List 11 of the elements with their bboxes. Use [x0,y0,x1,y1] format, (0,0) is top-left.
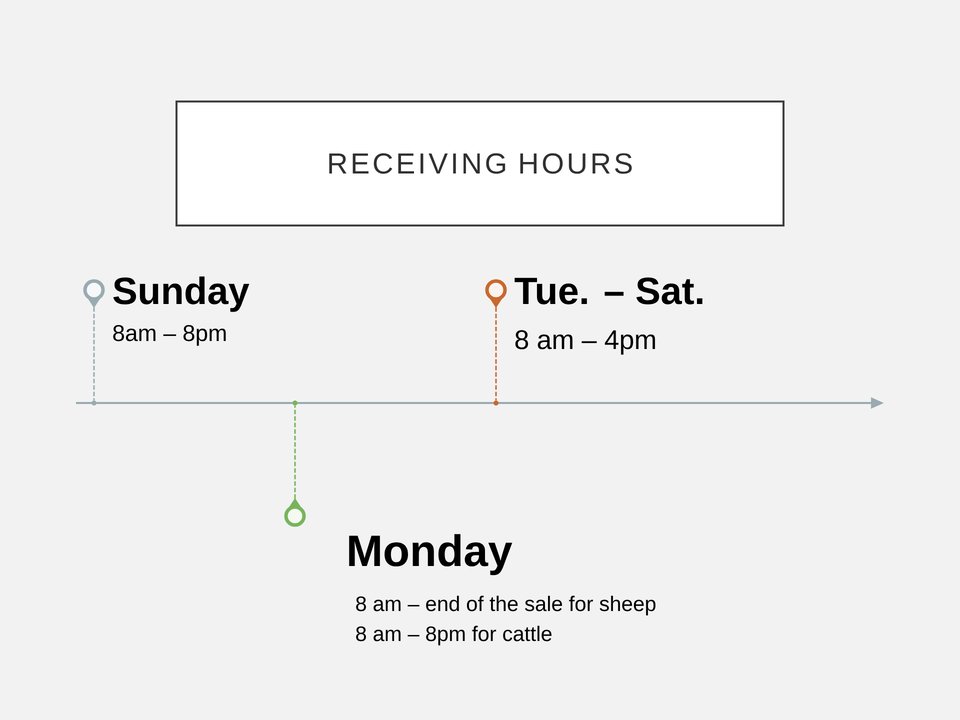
day-heading: Tue. – Sat. [514,277,702,304]
day-heading: Monday [349,534,512,576]
pin-marker [83,279,105,308]
pin-marker [284,498,306,527]
day-heading: Sunday [113,276,250,312]
title-box: RECEIVING HOURS [176,100,784,226]
pin-marker [485,279,507,308]
hours-text: 8 am – end of the sale for sheep [356,596,656,616]
hours-text: 8 am – 4pm [515,330,655,355]
hours-text: 8am – 8pm [113,324,226,346]
hours-text: 8 am – 8pm for cattle [356,626,552,646]
